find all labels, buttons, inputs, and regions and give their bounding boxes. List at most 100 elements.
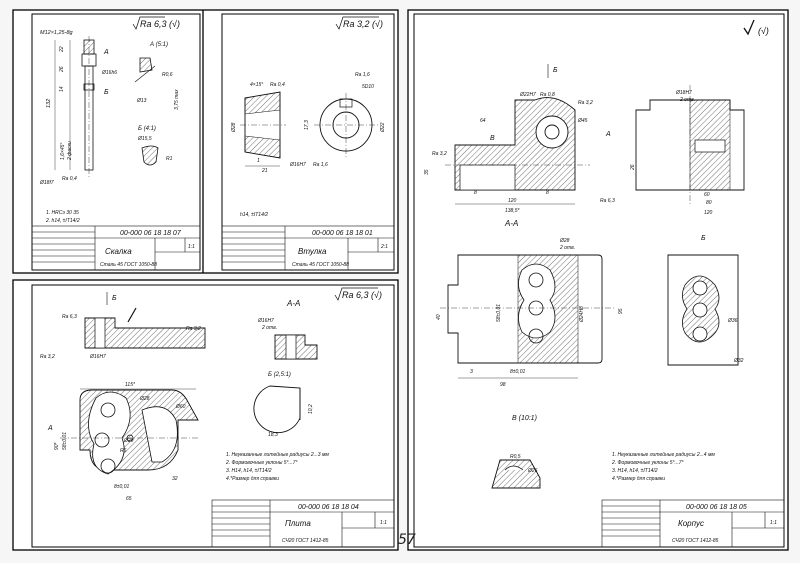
korpus-ra63: Ra 6,3 <box>600 198 615 204</box>
skalka-roughness: Ra 6,3 (√) <box>140 19 180 29</box>
plita-note-4: 4.*Размер для справки <box>226 476 279 482</box>
skalka-note-1: 1. HRCэ 30 35 <box>46 210 79 216</box>
plita-roughness: Ra 6,3 (√) <box>342 290 382 300</box>
plita-material: СЧ20 ГОСТ 1412-85 <box>282 538 329 544</box>
korpus-8b: 8 <box>546 190 549 196</box>
vtulka-dia16: Ø16H7 <box>289 162 306 168</box>
skalka-r06: R0,6 <box>162 72 173 78</box>
korpus-2otv-b: 2 отв. <box>559 245 575 251</box>
skalka-scale: 1:1 <box>188 244 195 250</box>
skalka-dim-14: 14 <box>59 86 65 92</box>
skalka-material: Сталь 45 ГОСТ 1050-88 <box>100 262 157 268</box>
korpus-dia24: Ø24H8 <box>579 306 585 323</box>
korpus-material: СЧ20 ГОСТ 1412-85 <box>672 538 719 544</box>
korpus-dia26: Ø26 <box>527 468 538 474</box>
skalka-dia155: Ø15,5 <box>137 136 152 142</box>
skalka-chamfer: 1,6×45° <box>60 143 66 160</box>
korpus-note-3: 3. H14, h14, ±IT14/2 <box>612 468 658 474</box>
korpus-58: 58±0,01 <box>496 304 502 322</box>
vtulka-note: h14, ±IT14/2 <box>240 212 268 218</box>
korpus-60: 60 <box>704 192 710 198</box>
vtulka-scale: 2:1 <box>380 244 388 250</box>
korpus-note-2: 2. Формовочные уклоны 5°...7° <box>611 460 684 466</box>
plita-102: 10,2 <box>308 404 314 414</box>
korpus-note-1: 1. Неуказанные литейные радиусы 2...4 мм <box>612 451 715 458</box>
plita-scale: 1:1 <box>380 520 387 526</box>
vtulka-ra04: Ra 0,4 <box>270 82 285 88</box>
korpus-95: 95 <box>618 308 624 314</box>
skalka-dia18: Ø18f7 <box>39 180 54 186</box>
skalka-view-a: А (5:1) <box>149 42 168 48</box>
vtulka-code: 00-000 06 18 18 01 <box>312 230 373 237</box>
plita-115: 115* <box>125 382 136 388</box>
korpus-dia28: Ø28 <box>559 238 570 244</box>
skalka-view-b: Б (4:1) <box>138 126 156 132</box>
plita-note-2: 2. Формовочные уклоны 5°...7° <box>225 460 298 466</box>
plita-8: 8±0,01 <box>114 484 129 490</box>
plita-dia16: Ø16H7 <box>89 354 106 360</box>
korpus-98: 98 <box>500 382 506 388</box>
plita-name: Плита <box>285 519 311 528</box>
plita-label-a: А <box>47 425 53 432</box>
korpus-title-block <box>601 499 785 548</box>
plita-note-3: 3. H14, h14, ±IT14/2 <box>226 468 272 474</box>
skalka-375: 3,75 max <box>174 89 180 110</box>
skalka-chamfer2: 2 фаски <box>67 141 73 161</box>
korpus-name: Корпус <box>678 519 704 528</box>
korpus-view-b: Б <box>701 235 706 242</box>
korpus-roughness: (√) <box>758 26 769 36</box>
vtulka-dim-1: 1 <box>257 158 260 164</box>
korpus-8-plan: 8±0,01 <box>510 369 525 375</box>
drawing-plita: Ra 6,3 (√) Б Ra 6,3 Ra 3,2 Ra 3,2 Ø16H7 … <box>40 287 395 548</box>
korpus-64: 64 <box>480 118 486 124</box>
skalka-ra04: Ra 0,4 <box>62 176 77 182</box>
plita-note-1: 1. Неуказанные литейные радиусы 2...3 мм <box>226 451 329 458</box>
plita-ra32: Ra 3,2 <box>40 354 55 360</box>
skalka-title-block <box>31 225 201 271</box>
plita-view-b-label: Б <box>112 295 117 302</box>
skalka-label-b: Б <box>104 89 109 96</box>
korpus-8a: 8 <box>474 190 477 196</box>
plita-183: 18,3 <box>268 432 278 438</box>
drawing-vtulka: Ra 3,2 (√) 4×15° Ra 0,4 Ø28 1 21 Ø16H7 R… <box>221 16 395 271</box>
korpus-2otv: 2 отв. <box>679 97 695 103</box>
plita-r6: R6 <box>120 448 127 454</box>
plita-title-block <box>211 499 395 548</box>
vtulka-material: Сталь 45 ГОСТ 1050-88 <box>292 262 349 268</box>
vtulka-ra16: Ra 1,6 <box>313 162 328 168</box>
skalka-r1: R1 <box>166 156 173 162</box>
korpus-ra32b: Ra 3,2 <box>432 151 447 157</box>
vtulka-173: 17,3 <box>304 120 310 130</box>
korpus-1385: 138,5* <box>505 208 521 214</box>
vtulka-ra16b: Ra 1,6 <box>355 72 370 78</box>
plita-ra32b: Ra 3,2 <box>186 326 201 332</box>
page-number: 57 <box>398 532 416 548</box>
plita-dia28: Ø28 <box>139 396 150 402</box>
plita-ra63: Ra 6,3 <box>62 314 77 320</box>
skalka-code: 00-000 06 18 18 07 <box>120 230 182 237</box>
vtulka-name: Втулка <box>298 247 327 256</box>
korpus-dia32: Ø32 <box>733 358 744 364</box>
plita-90: 90* <box>54 441 60 450</box>
korpus-label-v: В <box>490 135 495 142</box>
drawing-korpus: (√) Б Ø22H7 Ra 0,8 Ra 3,2 Ø45 64 Ra 3,2 … <box>424 19 785 548</box>
drawing-skalka: Ra 6,3 (√) M12×1,25-8g 22 26 132 14 1,6×… <box>31 16 201 271</box>
korpus-section-aa: А-А <box>504 219 518 228</box>
korpus-dia22: Ø22H7 <box>519 92 536 98</box>
vtulka-5d10: 5D10 <box>362 84 374 90</box>
korpus-40: 40 <box>436 314 442 320</box>
vtulka-dia28: Ø28 <box>231 122 237 133</box>
korpus-ra32: Ra 3,2 <box>578 100 593 106</box>
korpus-26: 26 <box>630 164 636 171</box>
plita-58: 58±0,01 <box>62 432 68 450</box>
plita-32: 32 <box>172 476 178 482</box>
korpus-dia18: Ø18H7 <box>675 90 692 96</box>
korpus-3: 3 <box>470 369 473 375</box>
skalka-dim-132: 132 <box>46 99 52 108</box>
skalka-dim-22: 22 <box>59 46 65 53</box>
korpus-120b: 120 <box>704 210 713 216</box>
skalka-note-2: 2. h14, ±IT14/2 <box>45 218 80 224</box>
korpus-dia36: Ø36 <box>727 318 738 324</box>
vtulka-title-block <box>221 225 395 271</box>
